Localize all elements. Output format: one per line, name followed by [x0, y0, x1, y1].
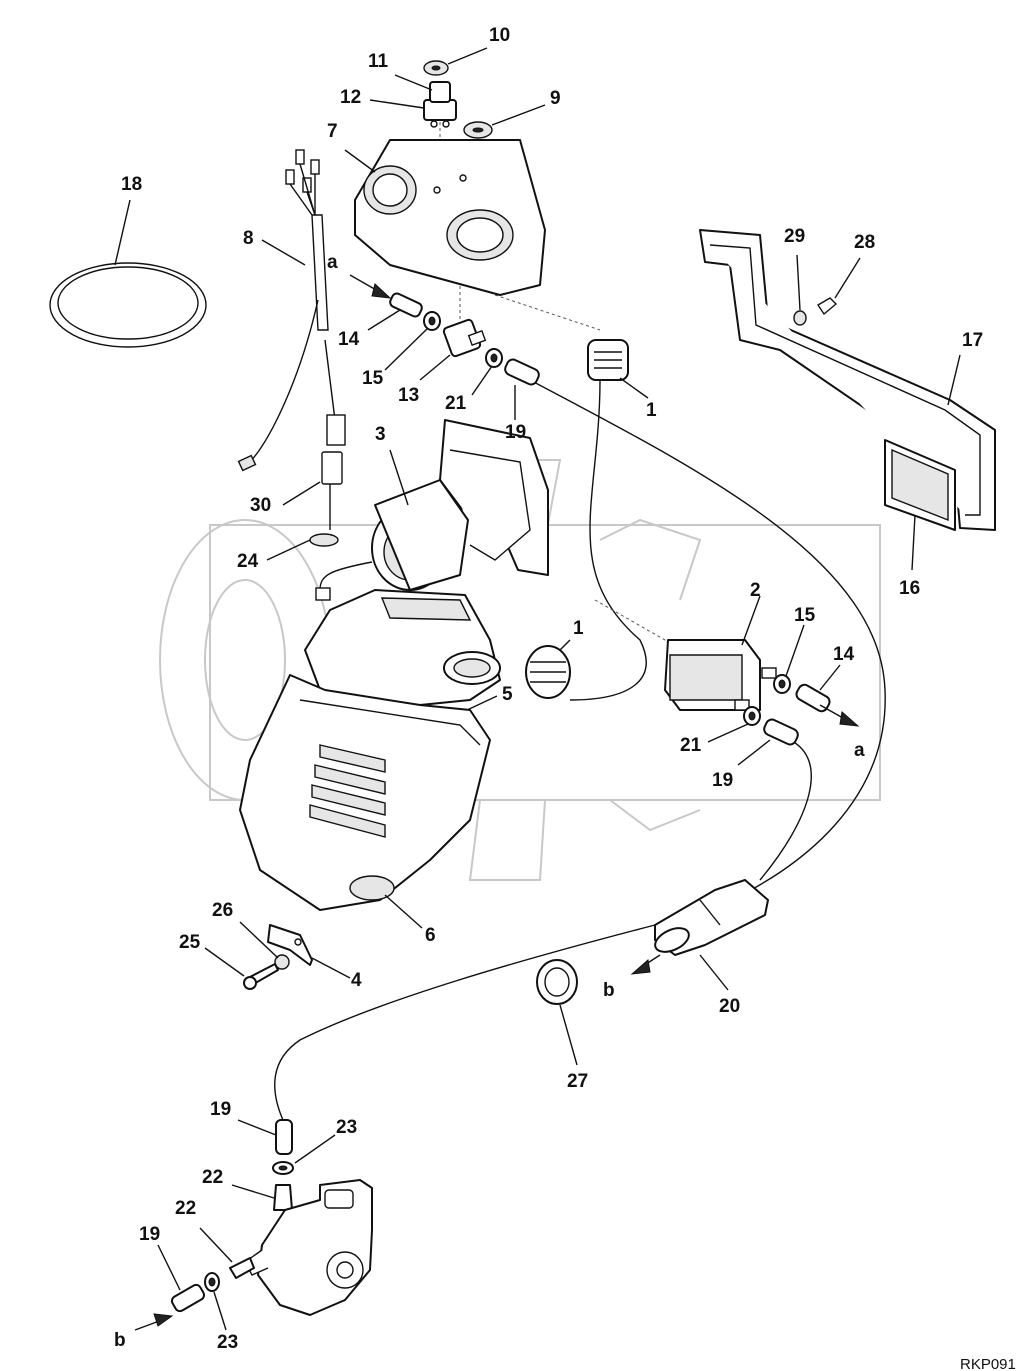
callout-19-top: 19	[505, 422, 526, 443]
callout-25: 25	[179, 932, 201, 953]
fitting-part-22-upper	[231, 1184, 293, 1211]
callout-6: 6	[425, 925, 436, 946]
callout-b-upper: b	[603, 980, 615, 1001]
callout-21-top: 21	[445, 393, 467, 414]
callout-19-bottom: 19	[139, 1224, 160, 1245]
heater-core-part-2	[664, 595, 777, 711]
callout-23-lower: 23	[217, 1332, 238, 1353]
wire-harness-part-8	[237, 149, 346, 472]
callout-17: 17	[962, 330, 983, 351]
callout-22-lower: 22	[175, 1198, 196, 1219]
heater-case-part-5	[304, 589, 501, 719]
callout-1-lower: 1	[573, 618, 584, 639]
cabin-filter-part-16	[884, 439, 956, 571]
clamp-part-21-lower	[707, 706, 761, 743]
connector-part-30	[282, 451, 343, 530]
callout-a-top: a	[327, 252, 338, 273]
clamp-part-21-top	[471, 348, 503, 396]
hose-part-19-top	[504, 358, 540, 420]
washer-part-10	[423, 47, 488, 76]
air-duct-part-17	[699, 229, 996, 531]
callout-29: 29	[784, 226, 805, 247]
callout-14-lower: 14	[833, 644, 855, 665]
corrugated-duct-part-1-top	[587, 339, 649, 399]
cable-loop-part-18	[49, 199, 207, 348]
callout-22-upper: 22	[202, 1167, 223, 1188]
callout-27: 27	[567, 1071, 588, 1092]
callout-7: 7	[327, 121, 338, 142]
callout-19-pump: 19	[210, 1099, 231, 1120]
callout-26: 26	[212, 900, 233, 921]
callout-b-lower: b	[114, 1330, 126, 1351]
lower-housing-part-6	[239, 674, 491, 929]
callout-24: 24	[237, 551, 259, 572]
corrugated-duct-part-1-lower	[525, 639, 571, 699]
washer-part-29	[793, 254, 807, 326]
bracket-part-4	[267, 924, 351, 979]
callout-19-lower: 19	[712, 770, 733, 791]
arrow-a-lower	[819, 704, 860, 727]
arrow-b-lower	[134, 1313, 174, 1331]
clamp-part-15-top	[384, 311, 441, 371]
washer-part-9	[463, 104, 546, 139]
pipe-part-14-top	[367, 292, 423, 331]
callout-3: 3	[375, 424, 386, 445]
grommet-part-24	[266, 533, 339, 561]
callout-20: 20	[719, 996, 740, 1017]
callout-21-lower: 21	[680, 735, 702, 756]
clamp-part-23-upper	[272, 1134, 336, 1175]
clamp-part-23-lower	[204, 1272, 227, 1331]
callout-14-top: 14	[338, 329, 360, 350]
grommet-part-27	[536, 959, 578, 1066]
callout-11: 11	[368, 51, 389, 72]
callout-1-top: 1	[646, 400, 657, 421]
arrow-a-top	[349, 274, 392, 299]
callout-23-upper: 23	[336, 1117, 357, 1138]
callout-18: 18	[121, 174, 142, 195]
callout-30: 30	[250, 495, 271, 516]
flat-duct-part-20	[654, 879, 769, 991]
blower-part-3	[315, 419, 549, 601]
screw-part-28	[817, 257, 861, 316]
callout-15-lower: 15	[794, 605, 816, 626]
arrow-b-upper	[630, 954, 661, 975]
hose-part-19-pump	[237, 1119, 293, 1155]
hose-part-19-bottom	[157, 1244, 206, 1313]
callout-8: 8	[243, 228, 254, 249]
callout-16: 16	[899, 578, 920, 599]
water-pump-housing	[244, 1179, 373, 1316]
drawing-code: RKP091	[960, 1356, 1016, 1371]
callout-4: 4	[351, 970, 362, 991]
clamp-part-15-lower	[773, 624, 805, 694]
switch-assembly-part-12	[369, 74, 457, 128]
pipe-part-14-lower	[795, 664, 841, 713]
callout-5: 5	[502, 684, 513, 705]
callout-10: 10	[489, 25, 510, 46]
hose-part-19-lower	[737, 718, 799, 766]
fitting-part-22-lower	[199, 1227, 255, 1279]
water-valve-part-13	[419, 318, 487, 381]
callout-12: 12	[340, 87, 361, 108]
callout-13: 13	[398, 385, 419, 406]
callout-9: 9	[550, 88, 561, 109]
callout-2: 2	[750, 580, 761, 601]
callout-labels: 10 11 12 9 7 18 8 a 14 15 13 21 19 1 29 …	[114, 25, 1016, 1371]
callout-15-top: 15	[362, 368, 384, 389]
callout-28: 28	[854, 232, 875, 253]
duct-cover-part-7	[344, 139, 546, 296]
bolt-part-25	[204, 947, 279, 990]
washer-part-26	[239, 921, 290, 970]
callout-a-lower: a	[854, 740, 865, 761]
